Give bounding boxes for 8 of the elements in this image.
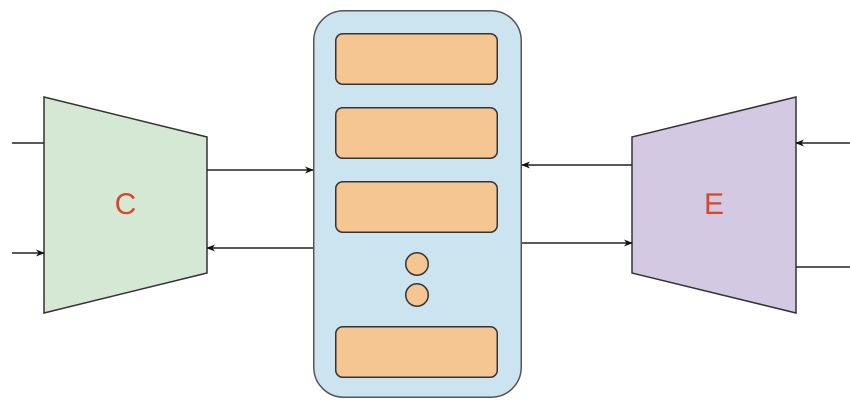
block-label: C (114, 188, 136, 221)
arrow (521, 161, 632, 169)
arrow (12, 249, 45, 257)
block-label: E (704, 188, 724, 221)
arrow (522, 239, 633, 247)
arrow (795, 139, 850, 147)
arrow (207, 166, 314, 174)
arrow (206, 244, 313, 252)
